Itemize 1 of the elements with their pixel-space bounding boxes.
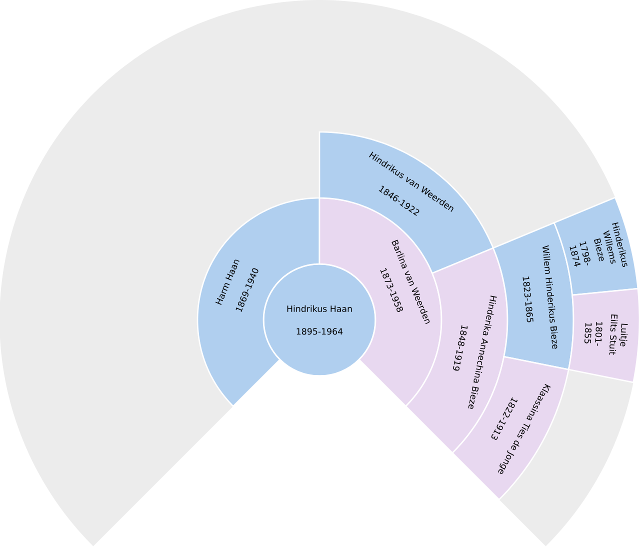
fan-segment: Luitje Eilts Stuit 1801-1855: [568, 288, 640, 384]
